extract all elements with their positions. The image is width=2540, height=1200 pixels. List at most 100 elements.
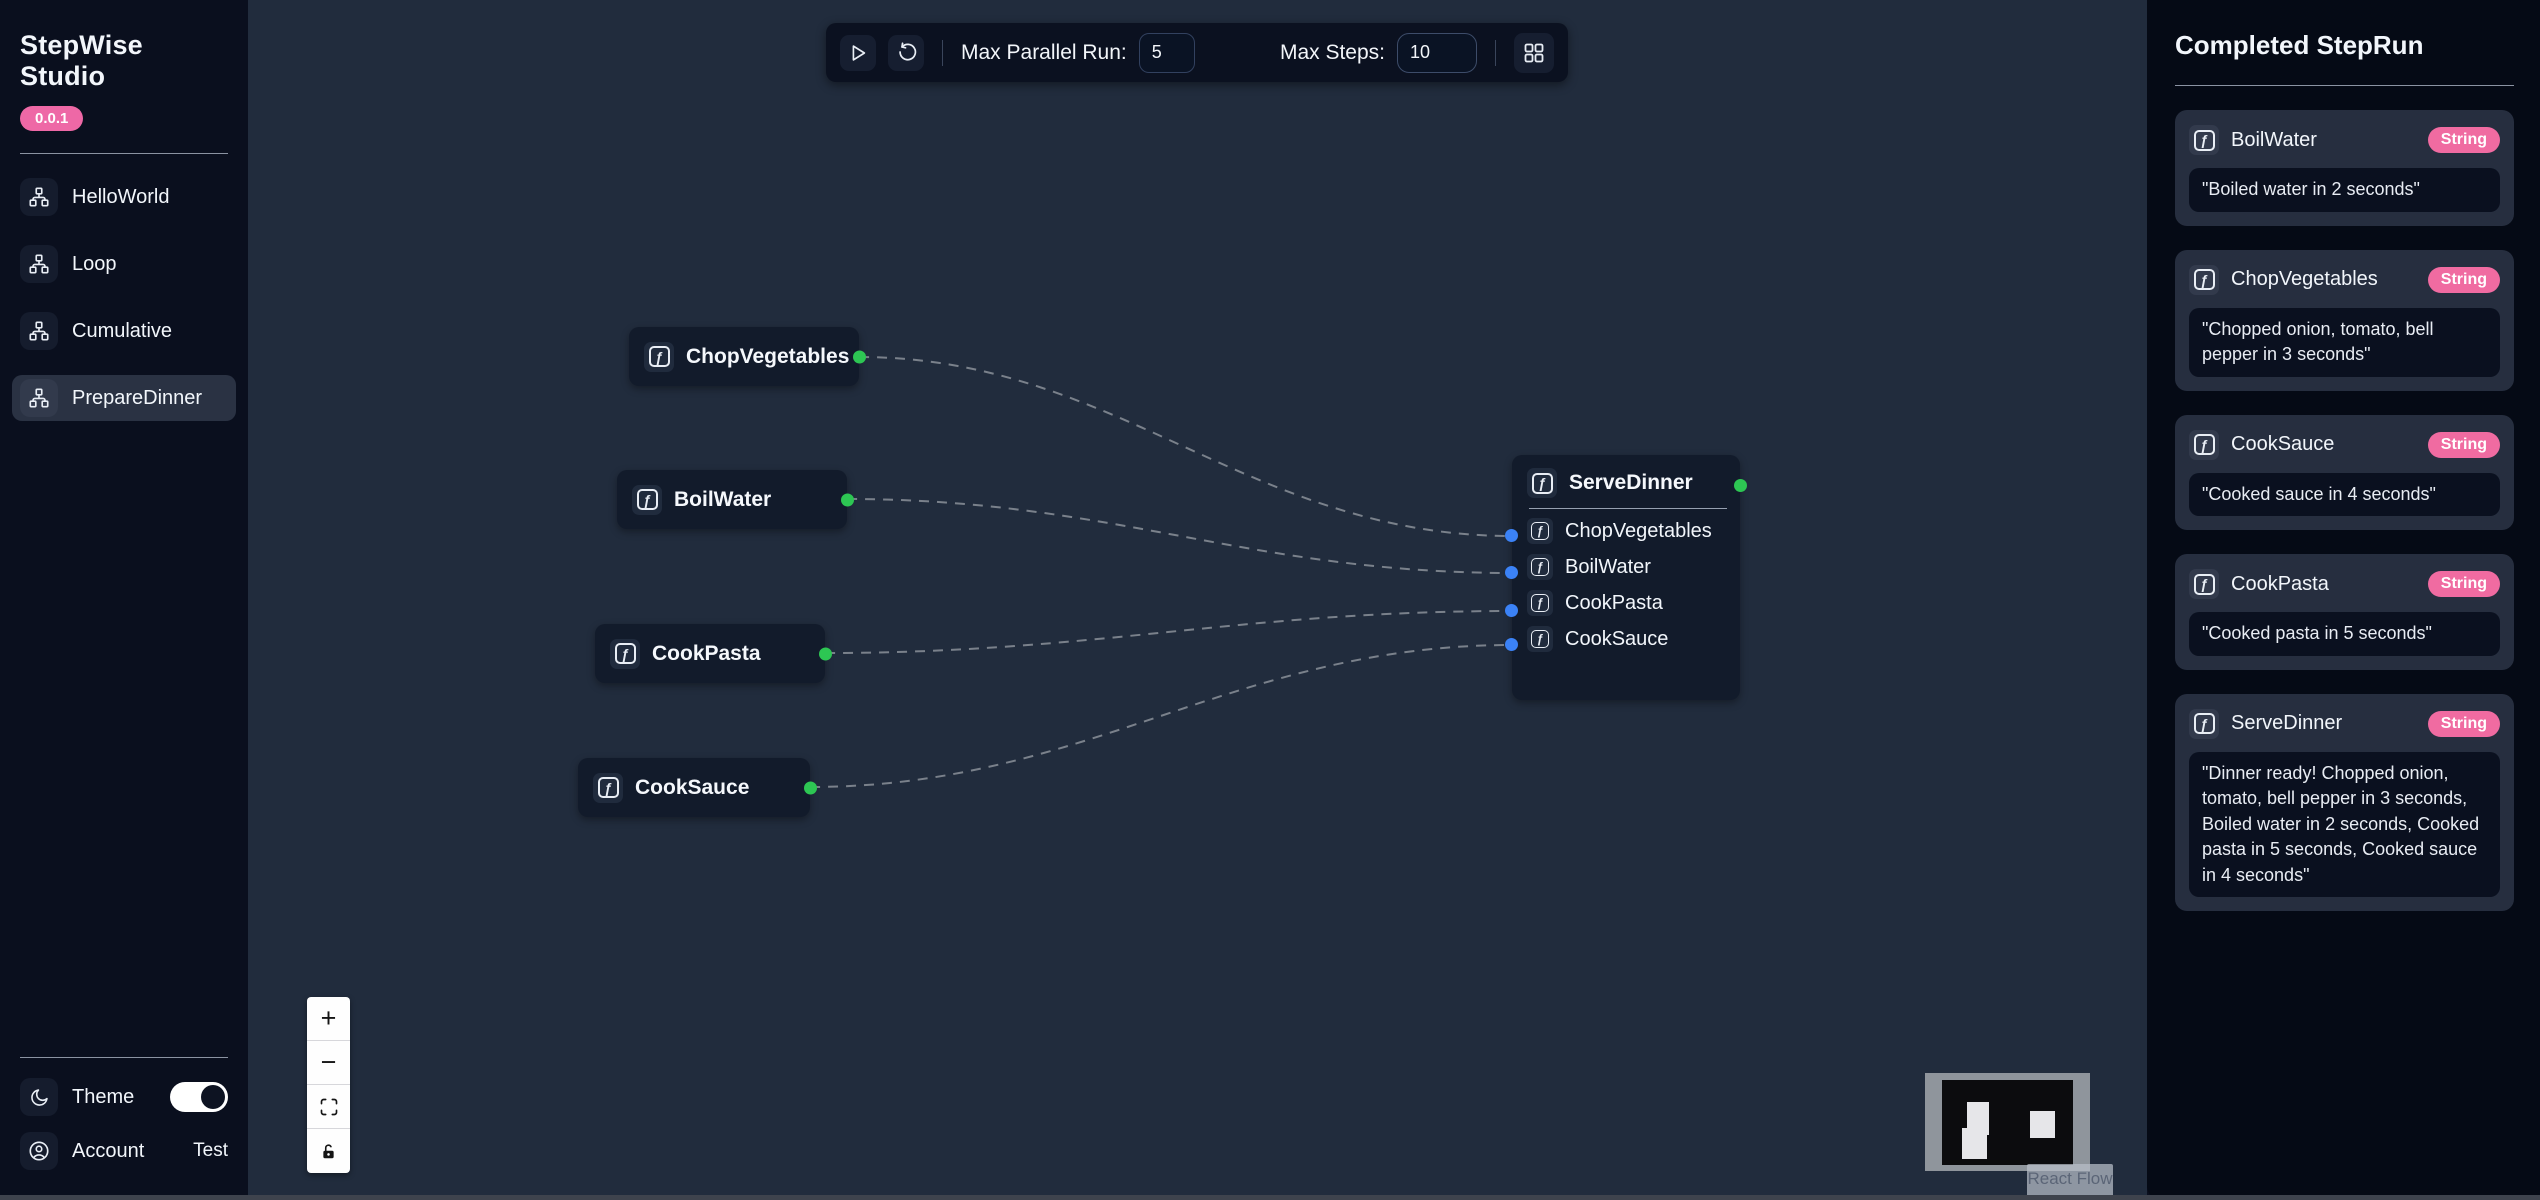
sidebar-item-label: Cumulative <box>72 319 173 342</box>
function-icon: ƒ <box>2193 129 2215 151</box>
function-icon: ƒ <box>2193 573 2215 595</box>
reset-button[interactable] <box>888 34 924 71</box>
minimap[interactable] <box>1925 1073 2090 1171</box>
steprun-card-boilwater: ƒ BoilWater String "Boiled water in 2 se… <box>2175 110 2514 226</box>
theme-toggle[interactable] <box>170 1082 228 1112</box>
lock-button[interactable] <box>307 1129 350 1173</box>
fit-view-button[interactable] <box>307 1085 350 1129</box>
max-parallel-label: Max Parallel Run: <box>961 40 1127 64</box>
output-handle[interactable] <box>804 781 817 794</box>
unlock-icon <box>323 1143 334 1158</box>
output-handle[interactable] <box>853 350 866 363</box>
node-chopvegetables[interactable]: ƒ ChopVegetables <box>629 327 866 386</box>
output-handle[interactable] <box>841 493 854 506</box>
flow-canvas[interactable]: Max Parallel Run: Max Steps: ƒ ChopVeget… <box>248 0 2147 1200</box>
function-icon-chip: ƒ <box>2189 125 2219 155</box>
auto-layout-button[interactable] <box>1514 32 1554 73</box>
input-handle[interactable] <box>1505 529 1518 542</box>
function-icon-chip: ƒ <box>593 772 623 803</box>
sidebar-item-label: Loop <box>72 252 117 275</box>
input-row-boilwater: ƒ BoilWater <box>1512 549 1740 585</box>
workflow-icon-chip <box>20 379 58 417</box>
workflow-icon <box>29 187 49 207</box>
fit-view-icon <box>320 1098 337 1115</box>
card-header: ƒ ServeDinner String <box>2189 708 2500 739</box>
node-title: ChopVegetables <box>686 344 850 368</box>
steprun-card-cookpasta: ƒ CookPasta String "Cooked pasta in 5 se… <box>2175 554 2514 670</box>
sidebar-item-cumulative[interactable]: Cumulative <box>12 308 236 354</box>
steprun-card-cooksauce: ƒ CookSauce String "Cooked sauce in 4 se… <box>2175 414 2514 531</box>
react-flow-attribution[interactable]: React Flow <box>2027 1164 2113 1200</box>
workflow-icon <box>29 254 49 274</box>
node-boilwater[interactable]: ƒ BoilWater <box>617 470 854 529</box>
input-handle[interactable] <box>1505 638 1518 651</box>
type-badge: String <box>2427 127 2500 153</box>
step-result: "Chopped onion, tomato, bell pepper in 3… <box>2189 307 2500 377</box>
run-toolbar: Max Parallel Run: Max Steps: <box>826 23 1568 82</box>
account-row[interactable]: Account Test <box>12 1128 236 1174</box>
function-icon: ƒ <box>648 346 670 367</box>
sidebar-item-loop[interactable]: Loop <box>12 241 236 287</box>
node-cookpasta[interactable]: ƒ CookPasta <box>595 624 832 683</box>
input-label: BoilWater <box>1565 555 1651 578</box>
step-name: CookPasta <box>2231 572 2329 595</box>
function-icon: ƒ <box>614 643 636 664</box>
max-steps-input[interactable] <box>1397 32 1477 73</box>
zoom-in-button[interactable]: + <box>307 997 350 1041</box>
theme-label: Theme <box>72 1085 135 1108</box>
card-header: ƒ ChopVegetables String <box>2189 264 2500 295</box>
node-title: CookSauce <box>635 775 750 799</box>
workflow-icon-chip <box>20 312 58 350</box>
output-handle[interactable] <box>1734 479 1747 492</box>
panel-title: Completed StepRun <box>2175 30 2424 60</box>
play-icon <box>852 44 866 61</box>
zoom-controls: + − <box>307 997 350 1173</box>
theme-toggle-knob <box>201 1085 225 1109</box>
input-handle[interactable] <box>1505 604 1518 617</box>
card-header: ƒ CookPasta String <box>2189 569 2500 600</box>
edge-cooksauce-servedinner <box>809 644 1513 788</box>
node-cooksauce[interactable]: ƒ CookSauce <box>578 758 817 817</box>
sidebar-item-label: HelloWorld <box>72 185 170 208</box>
app-title: StepWise Studio <box>20 30 143 91</box>
workflow-icon <box>29 321 49 341</box>
run-button[interactable] <box>840 34 876 71</box>
function-icon: ƒ <box>1531 630 1549 648</box>
version-badge: 0.0.1 <box>20 106 84 131</box>
input-label: ChopVegetables <box>1565 519 1712 542</box>
function-icon-chip: ƒ <box>644 341 674 372</box>
node-servedinner[interactable]: ƒ ServeDinner ƒ ChopVegetables ƒ BoilWat… <box>1505 455 1747 700</box>
account-icon <box>29 1141 49 1161</box>
sidebar-divider <box>20 153 228 154</box>
completed-steprun-panel: Completed StepRun ƒ BoilWater String "Bo… <box>2147 0 2540 1200</box>
sidebar-item-preparedinner[interactable]: PrepareDinner <box>12 375 236 421</box>
step-result: "Cooked pasta in 5 seconds" <box>2189 612 2500 656</box>
input-row-chopvegetables: ƒ ChopVegetables <box>1512 513 1740 549</box>
function-icon: ƒ <box>1531 558 1549 576</box>
workflow-nav: HelloWorld Loop Cumulative PrepareDinner <box>0 154 248 421</box>
account-icon-chip <box>20 1132 58 1170</box>
toolbar-divider <box>1495 39 1496 66</box>
horizontal-scrollbar[interactable] <box>0 1195 2540 1200</box>
theme-row: Theme <box>12 1074 236 1120</box>
max-parallel-input[interactable] <box>1138 32 1195 73</box>
workflow-icon-chip <box>20 245 58 283</box>
moon-icon <box>30 1088 48 1106</box>
account-label: Account <box>72 1139 145 1162</box>
input-row-cooksauce: ƒ CookSauce <box>1512 621 1740 657</box>
function-icon: ƒ <box>636 489 658 510</box>
function-icon-chip: ƒ <box>1527 590 1553 616</box>
output-handle[interactable] <box>819 647 832 660</box>
sidebar-item-helloworld[interactable]: HelloWorld <box>12 174 236 220</box>
zoom-out-button[interactable]: − <box>307 1041 350 1085</box>
function-icon-chip: ƒ <box>1527 468 1557 498</box>
step-name: ChopVegetables <box>2231 268 2378 291</box>
node-title: CookPasta <box>652 641 761 665</box>
card-header: ƒ CookSauce String <box>2189 429 2500 460</box>
function-icon: ƒ <box>2193 269 2215 291</box>
input-handle[interactable] <box>1505 566 1518 579</box>
card-header: ƒ BoilWater String <box>2189 125 2500 155</box>
minimap-node-servedinner <box>2030 1111 2055 1138</box>
step-result: "Dinner ready! Chopped onion, tomato, be… <box>2189 751 2500 898</box>
